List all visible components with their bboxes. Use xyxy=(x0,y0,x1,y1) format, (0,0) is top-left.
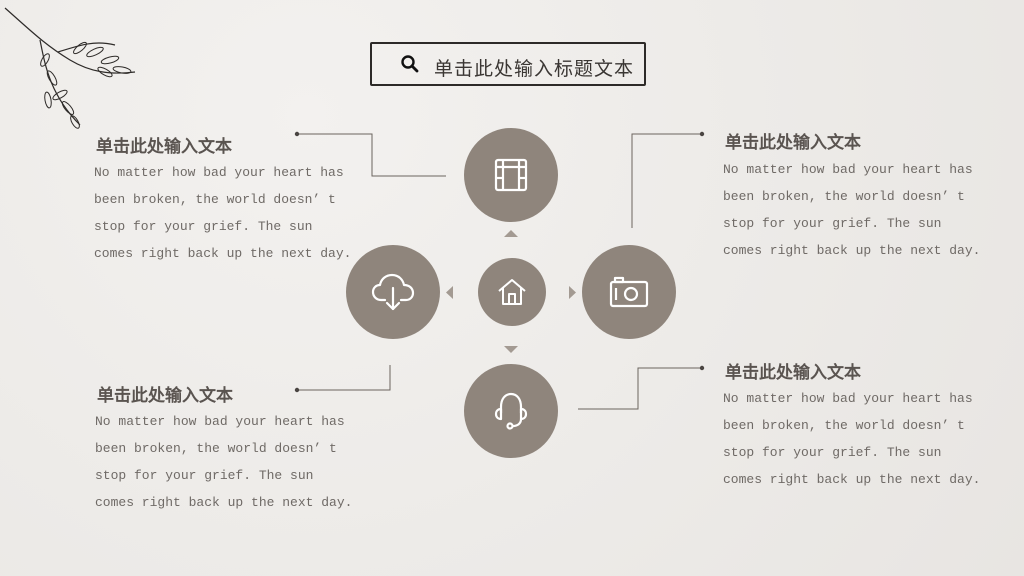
block-text-top-left: No matter how bad your heart has been br… xyxy=(94,165,352,261)
headset-circle[interactable] xyxy=(464,364,558,458)
film-icon xyxy=(494,158,528,192)
title-box[interactable]: 单击此处输入标题文本 xyxy=(370,42,646,86)
block-text-top-right: No matter how bad your heart has been br… xyxy=(723,162,981,258)
headset-icon xyxy=(494,392,528,430)
camera-icon xyxy=(609,276,649,308)
search-icon xyxy=(401,55,419,73)
home-icon xyxy=(498,279,526,305)
camera-circle[interactable] xyxy=(582,245,676,339)
block-text-bottom-left: No matter how bad your heart has been br… xyxy=(95,414,353,510)
block-heading-bottom-left: 单击此处输入文本 xyxy=(97,386,233,406)
film-circle[interactable] xyxy=(464,128,558,222)
page-title: 单击此处输入标题文本 xyxy=(434,58,635,80)
cloud-download-circle[interactable] xyxy=(346,245,440,339)
block-heading-bottom-right: 单击此处输入文本 xyxy=(725,363,861,383)
home-circle[interactable] xyxy=(478,258,546,326)
cloud-download-icon xyxy=(371,273,415,311)
block-text-bottom-right: No matter how bad your heart has been br… xyxy=(723,391,981,487)
block-heading-top-left: 单击此处输入文本 xyxy=(96,137,232,157)
block-heading-top-right: 单击此处输入文本 xyxy=(725,133,861,153)
leaf-branch-decoration xyxy=(4,7,136,129)
